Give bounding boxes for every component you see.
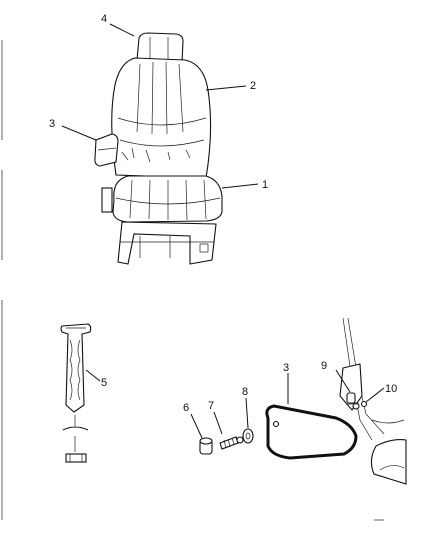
cap-6 bbox=[199, 437, 213, 455]
seat-armrest bbox=[94, 133, 119, 167]
seat-back bbox=[111, 57, 212, 179]
latch-component bbox=[60, 323, 92, 463]
seat-base bbox=[117, 221, 217, 265]
washer-8 bbox=[242, 428, 254, 444]
screw-7 bbox=[219, 436, 244, 450]
callout-10: 10 bbox=[385, 383, 397, 395]
callout-3-seat: 3 bbox=[49, 118, 55, 130]
headrest bbox=[136, 32, 184, 63]
callout-3-armrest: 3 bbox=[283, 362, 289, 374]
callout-2: 2 bbox=[250, 80, 256, 92]
callout-5: 5 bbox=[101, 377, 107, 389]
callout-7: 7 bbox=[208, 400, 214, 412]
leader-6 bbox=[190, 413, 203, 439]
leader-8 bbox=[245, 397, 249, 429]
leader-5 bbox=[85, 369, 101, 382]
armrest-detail bbox=[265, 317, 407, 521]
leader-10 bbox=[365, 387, 385, 403]
callout-9: 9 bbox=[321, 360, 327, 372]
callout-6: 6 bbox=[183, 402, 189, 414]
leader-7 bbox=[213, 411, 223, 435]
seat-cushion bbox=[101, 175, 223, 223]
callout-1: 1 bbox=[262, 179, 268, 191]
leader-9 bbox=[335, 369, 351, 393]
callout-8: 8 bbox=[242, 386, 248, 398]
seat-leaders bbox=[61, 23, 259, 189]
callout-4: 4 bbox=[101, 13, 107, 25]
seat-assembly bbox=[94, 32, 223, 265]
